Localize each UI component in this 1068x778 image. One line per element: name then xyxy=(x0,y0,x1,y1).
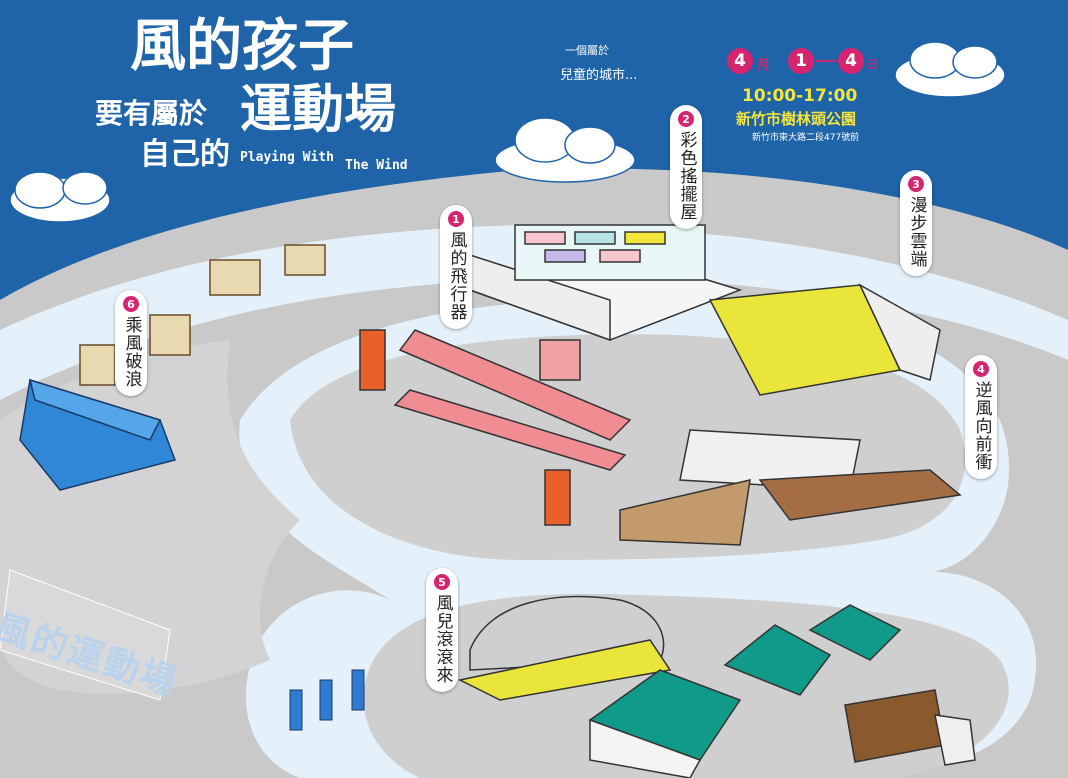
ground-sign-block xyxy=(0,569,171,701)
title-line2a: 要有屬於 xyxy=(95,97,208,130)
attraction-number-6: 6 xyxy=(123,296,139,312)
attraction-number-1: 1 xyxy=(448,211,464,227)
date-day-unit: 日 xyxy=(867,58,878,71)
title-line3: 自己的 xyxy=(140,137,230,172)
event-venue: 新竹市樹林頭公園 xyxy=(736,110,857,128)
date-dash xyxy=(816,60,836,62)
subtitle-en-b: The Wind xyxy=(345,158,408,173)
attraction-label-6: 乘風破浪 xyxy=(121,316,142,388)
cloud-right xyxy=(894,41,1006,98)
attraction-pin-4[interactable]: 4 逆風向前衝 xyxy=(965,355,997,479)
event-address: 新竹市東大路二段477號前 xyxy=(752,133,860,143)
attraction-label-1: 風的飛行器 xyxy=(446,231,467,321)
subtitle-en-a: Playing With xyxy=(240,150,334,165)
cloud-middle xyxy=(494,117,636,183)
tents xyxy=(588,604,902,778)
tagline-line1: 一個屬於 xyxy=(565,44,609,57)
headwind-hut xyxy=(619,429,962,546)
banners xyxy=(79,244,326,386)
attraction-pin-3[interactable]: 3 漫步雲端 xyxy=(900,170,932,276)
attraction-number-3: 3 xyxy=(908,176,924,192)
swing-house xyxy=(467,224,743,342)
flags xyxy=(289,669,365,731)
attraction-pin-5[interactable]: 5 風兒滾滾來 xyxy=(426,568,458,692)
outer-path xyxy=(0,225,1068,400)
event-time: 10:00-17:00 xyxy=(742,86,858,106)
attraction-label-5: 風兒滾滾來 xyxy=(432,594,453,684)
flying-machine xyxy=(359,329,632,526)
truck xyxy=(844,689,976,766)
rolling-car xyxy=(457,595,672,701)
attraction-label-4: 逆風向前衝 xyxy=(971,381,992,471)
date-day-start: 1 xyxy=(788,48,814,74)
cloud-left xyxy=(9,171,111,223)
cloud-walk xyxy=(708,283,941,396)
wave-boat xyxy=(19,378,176,491)
attraction-number-4: 4 xyxy=(973,361,989,377)
attraction-pin-1[interactable]: 1 風的飛行器 xyxy=(440,205,472,329)
date-month: 4 xyxy=(727,48,753,74)
attraction-number-2: 2 xyxy=(678,111,694,127)
attraction-label-2: 彩色搖擺屋 xyxy=(676,131,697,221)
attraction-pin-2[interactable]: 2 彩色搖擺屋 xyxy=(670,105,702,229)
date-month-unit: 月 xyxy=(757,58,771,73)
attraction-label-3: 漫步雲端 xyxy=(906,196,927,268)
title-line2b: 運動場 xyxy=(240,79,397,140)
attraction-number-5: 5 xyxy=(434,574,450,590)
attraction-pin-6[interactable]: 6 乘風破浪 xyxy=(115,290,147,396)
title-line1: 風的孩子 xyxy=(130,13,354,79)
tagline-line2: 兒童的城市... xyxy=(560,68,638,83)
date-day-end: 4 xyxy=(838,48,864,74)
